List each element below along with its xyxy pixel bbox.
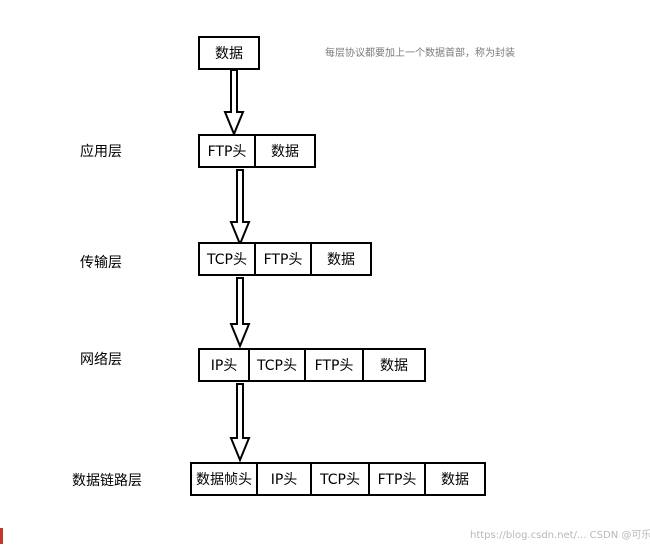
down-arrow-1 [223, 69, 245, 137]
network-cell-ftp-header: FTP头 [304, 348, 364, 382]
csdn-watermark: https://blog.csdn.net/... CSDN @可乐加糖 [470, 530, 650, 541]
encapsulation-note: 每层协议都要加上一个数据首部，称为封装 [325, 48, 515, 59]
layer-label-data-link: 数据链路层 [72, 473, 142, 489]
transport-cell-tcp-header: TCP头 [198, 242, 256, 276]
network-cell-ip-header: IP头 [198, 348, 250, 382]
layer-label-application: 应用层 [80, 144, 122, 160]
transport-cell-ftp-header: FTP头 [254, 242, 312, 276]
down-arrow-3 [229, 277, 251, 349]
top-data-box: 数据 [198, 36, 260, 70]
app-cell-data: 数据 [254, 134, 316, 168]
edge-marker [0, 528, 3, 544]
layer-label-transport: 传输层 [80, 255, 122, 271]
app-cell-ftp-header: FTP头 [198, 134, 256, 168]
datalink-cell-ftp-header: FTP头 [368, 462, 426, 496]
down-arrow-4 [229, 383, 251, 463]
datalink-cell-data: 数据 [424, 462, 486, 496]
datalink-cell-ip-header: IP头 [256, 462, 312, 496]
network-cell-tcp-header: TCP头 [248, 348, 306, 382]
layer-label-network: 网络层 [80, 352, 122, 368]
network-cell-data: 数据 [362, 348, 426, 382]
datalink-cell-frame-header: 数据帧头 [190, 462, 258, 496]
transport-cell-data: 数据 [310, 242, 372, 276]
datalink-cell-tcp-header: TCP头 [310, 462, 370, 496]
down-arrow-2 [229, 169, 251, 247]
